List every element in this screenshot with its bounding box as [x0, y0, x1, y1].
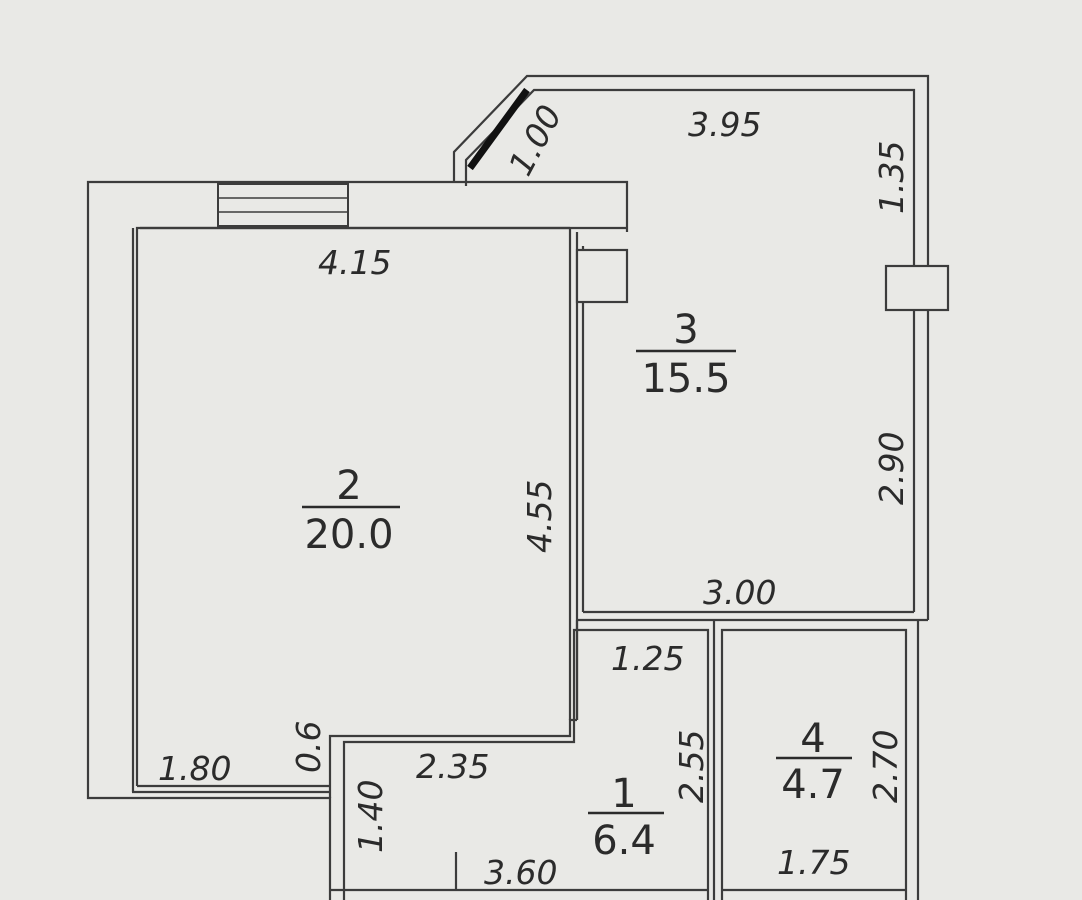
room-area: 6.4: [592, 818, 656, 864]
dim-1-75: 1.75: [777, 843, 850, 882]
room-area: 20.0: [304, 512, 393, 558]
room-area: 4.7: [781, 762, 845, 808]
walls-room-4: [720, 620, 920, 900]
window-room-2: [217, 183, 349, 227]
room-number: 3: [673, 307, 698, 353]
dim-1-80: 1.80: [158, 749, 231, 788]
dim-1-40: 1.40: [351, 780, 390, 853]
walls-room-1: [328, 620, 716, 900]
dim-3-00: 3.00: [703, 573, 776, 612]
balcony-door: [467, 87, 530, 171]
room-3-label: 3 15.5: [636, 307, 736, 402]
room-area: 15.5: [641, 356, 730, 402]
walls-room-3: [452, 74, 930, 622]
dim-0-6: 0.6: [289, 721, 328, 773]
room-number: 2: [336, 463, 361, 509]
dim-3-60: 3.60: [484, 853, 557, 892]
room-1-label: 1 6.4: [588, 771, 664, 864]
dim-1-25: 1.25: [611, 639, 684, 678]
dim-2-55: 2.55: [672, 730, 711, 803]
walls-room-2: [86, 180, 629, 900]
ventilation-shaft: [575, 248, 629, 304]
radiator-box: [884, 264, 950, 312]
dim-2-35: 2.35: [416, 747, 489, 786]
dim-1-35: 1.35: [872, 141, 911, 214]
room-4-label: 4 4.7: [776, 716, 852, 808]
room-number: 1: [611, 771, 636, 817]
room-number: 4: [800, 716, 825, 762]
dim-4-55: 4.55: [520, 480, 559, 553]
room-2-label: 2 20.0: [302, 463, 400, 558]
dim-4-15: 4.15: [318, 243, 391, 282]
dimension-labels: 1.00 3.95 1.35 4.15 2.90 4.55 3.00 1.25 …: [158, 99, 911, 892]
dim-3-95: 3.95: [688, 105, 761, 144]
dim-2-90: 2.90: [872, 432, 911, 505]
dim-2-70: 2.70: [866, 730, 905, 803]
